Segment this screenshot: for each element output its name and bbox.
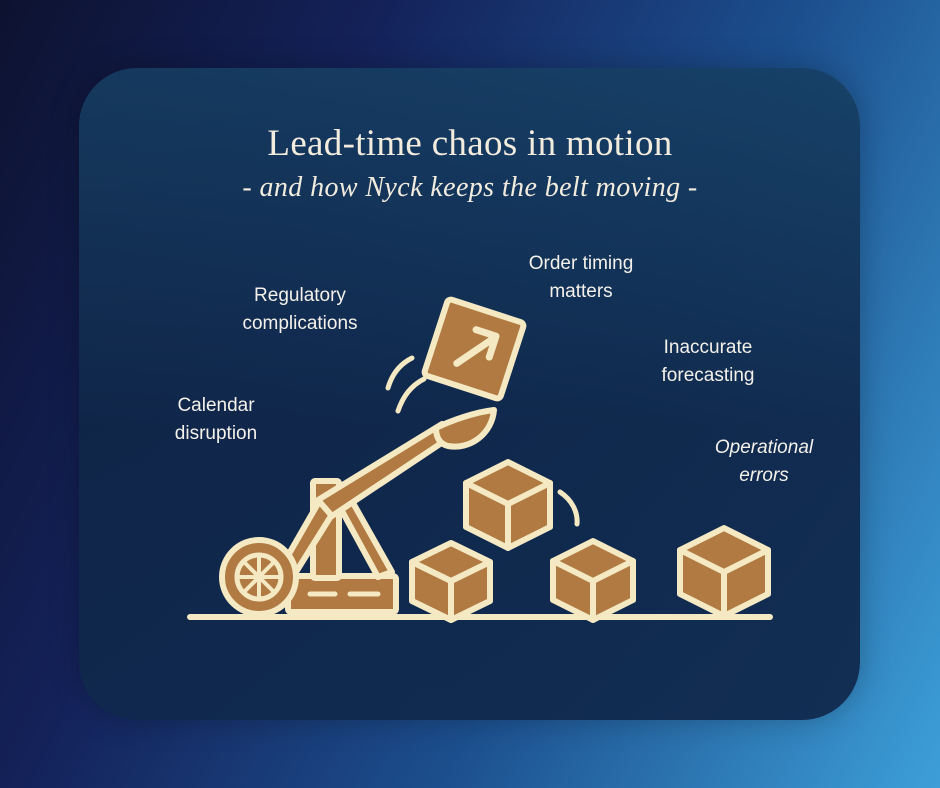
page-subtitle: - and how Nyck keeps the belt moving - — [242, 172, 698, 203]
catapult-bucket — [433, 407, 497, 450]
cube-icon-stacked — [463, 459, 553, 551]
label-regulatory: Regulatory complications — [242, 285, 358, 334]
cube-icon-left — [409, 540, 493, 623]
catapult-wheel-icon — [219, 537, 299, 617]
cube-icon-middle — [550, 538, 636, 623]
page-title: Lead-time chaos in motion — [267, 123, 673, 164]
label-operational: Operational errors — [714, 437, 814, 486]
tilted-arrow-box-icon — [421, 296, 527, 402]
label-order-timing: Order timing matters — [528, 253, 634, 302]
cube-icon-right — [677, 525, 771, 619]
label-calendar: Calendar disruption — [174, 395, 258, 444]
catapult-arm — [315, 421, 455, 519]
label-forecasting: Inaccurate forecasting — [661, 337, 755, 386]
motion-lines-icon — [385, 355, 580, 527]
